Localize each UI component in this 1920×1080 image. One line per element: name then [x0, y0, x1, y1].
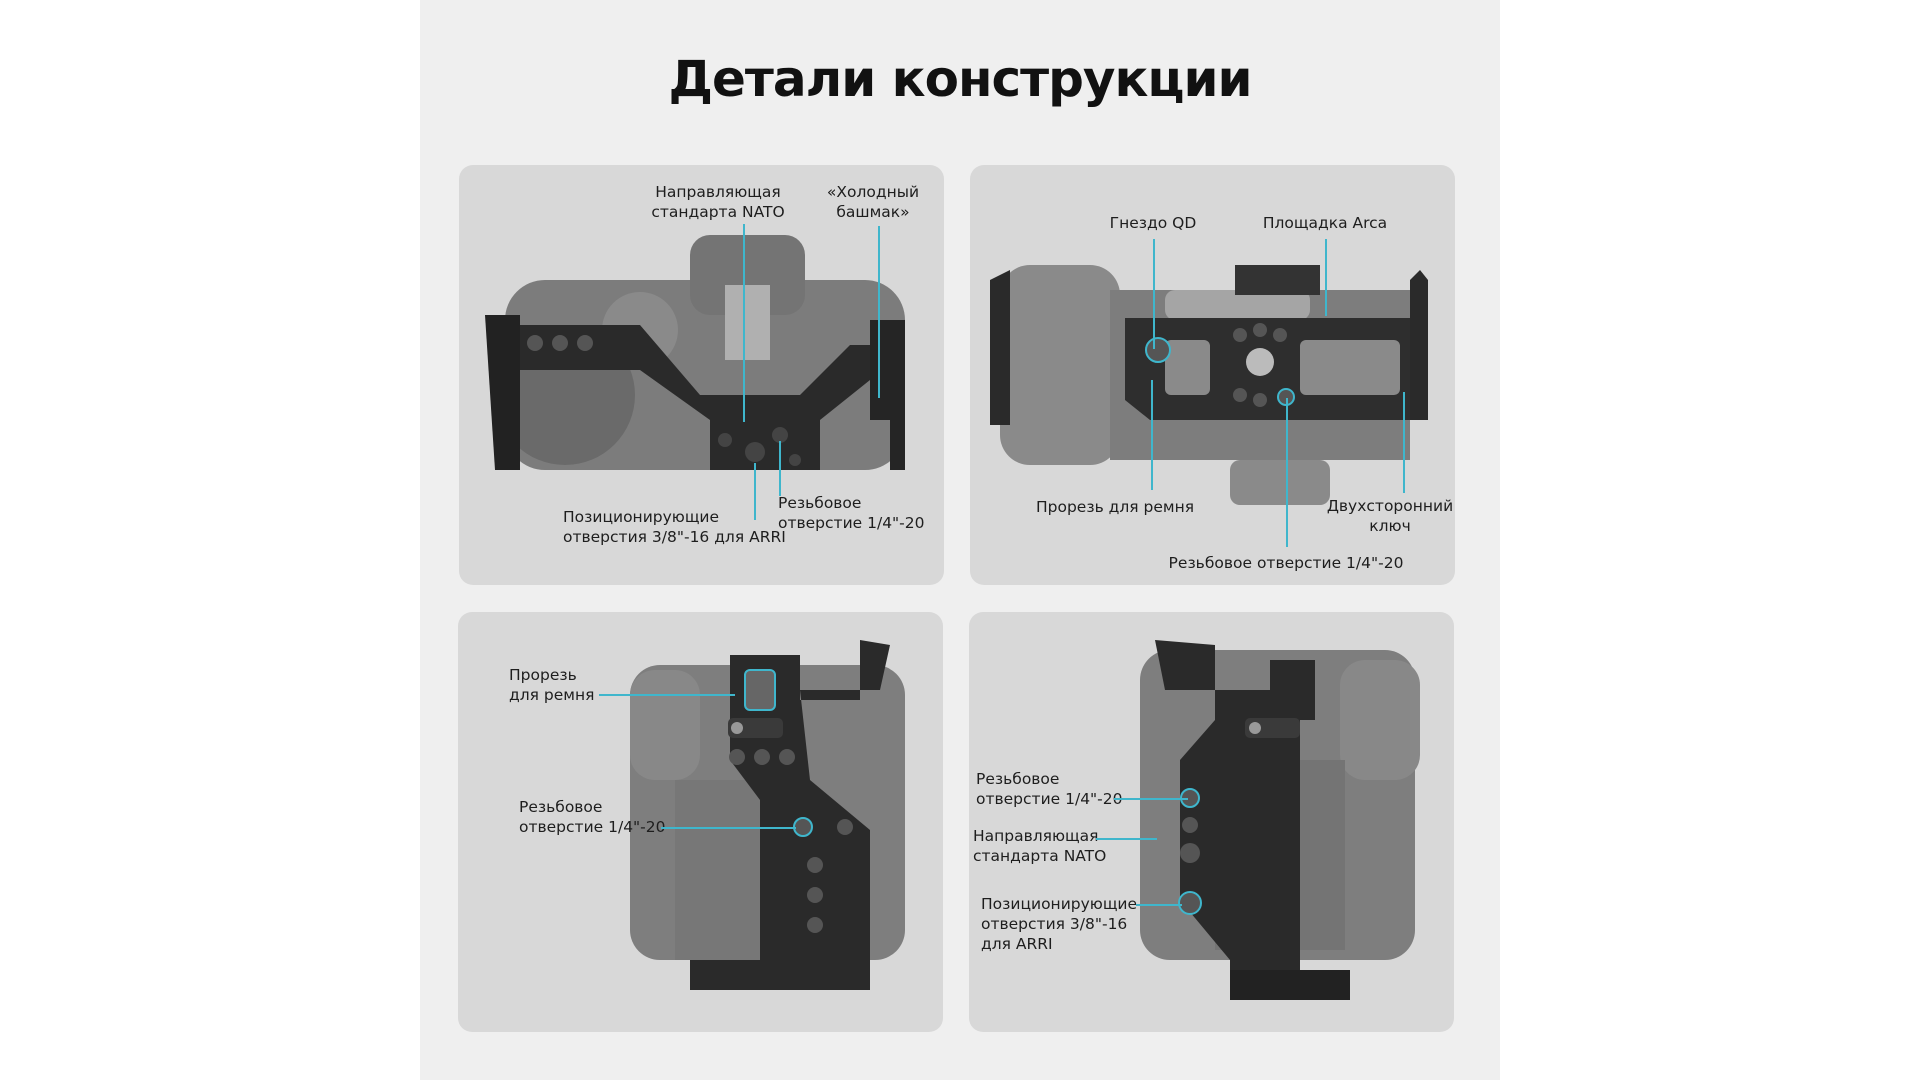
callout-line [661, 827, 796, 829]
label-line: башмак» [836, 203, 910, 221]
label-line: Позиционирующие [981, 895, 1138, 913]
callout-line [1403, 392, 1405, 493]
label-cold-shoe: «Холодный башмак» [827, 182, 919, 222]
label-strap-slot: Прорезь для ремня [509, 665, 594, 705]
label-line: Позиционирующие [563, 508, 720, 526]
callout-line [1096, 838, 1157, 840]
callout-line [1151, 380, 1153, 490]
label-thread-hole: Резьбовое отверстие 1/4"-20 [519, 797, 666, 837]
page-title: Детали конструкции [668, 50, 1252, 108]
callout-line [1136, 904, 1182, 906]
label-line: Резьбовое [519, 798, 603, 816]
label-line: стандарта NATO [651, 203, 785, 221]
callout-line [743, 224, 745, 422]
callout-line [779, 441, 781, 496]
callout-line [1286, 398, 1288, 547]
label-line: ключ [1369, 517, 1411, 535]
callout-line [878, 226, 880, 398]
label-line: отверстие 1/4"-20 [519, 818, 666, 836]
callout-line [1153, 239, 1155, 349]
panel-right-side-view [969, 612, 1454, 1032]
label-qd-socket: Гнездо QD [1109, 214, 1197, 232]
callout-line [599, 694, 735, 696]
label-thread-hole: Резьбовое отверстие 1/4"-20 [976, 769, 1123, 809]
label-line: для ARRI [981, 935, 1053, 953]
label-thread-hole: Резьбовое отверстие 1/4"-20 [1168, 554, 1404, 572]
label-line: Направляющая [655, 183, 781, 201]
label-arri-holes: Позиционирующие отверстия 3/8"-16 для AR… [563, 507, 786, 547]
callout-line [1114, 798, 1188, 800]
callout-line [754, 463, 756, 520]
label-nato-rail: Направляющая стандарта NATO [973, 826, 1106, 866]
label-line: отверстие 1/4"-20 [976, 790, 1123, 808]
label-line: Направляющая [973, 827, 1099, 845]
label-nato-rail: Направляющая стандарта NATO [651, 182, 784, 222]
label-line: отверстие 1/4"-20 [778, 514, 925, 532]
label-line: стандарта NATO [973, 847, 1107, 865]
label-arca-plate: Площадка Arca [1262, 214, 1388, 232]
label-line: Резьбовое [778, 494, 862, 512]
label-line: Прорезь [509, 666, 577, 684]
label-line: для ремня [509, 686, 595, 704]
label-line: «Холодный [826, 183, 920, 201]
label-arri-holes: Позиционирующие отверстия 3/8"-16 для AR… [981, 894, 1137, 954]
label-line: Двухсторонний [1326, 497, 1454, 515]
label-line: отверстия 3/8"-16 [981, 915, 1128, 933]
label-thread-hole: Резьбовое отверстие 1/4"-20 [778, 493, 925, 533]
label-line: отверстия 3/8"-16 для ARRI [563, 528, 786, 546]
label-line: Резьбовое [976, 770, 1060, 788]
label-double-key: Двухсторонний ключ [1327, 496, 1453, 536]
label-strap-slot: Прорезь для ремня [1035, 498, 1195, 516]
callout-line [1325, 239, 1327, 316]
